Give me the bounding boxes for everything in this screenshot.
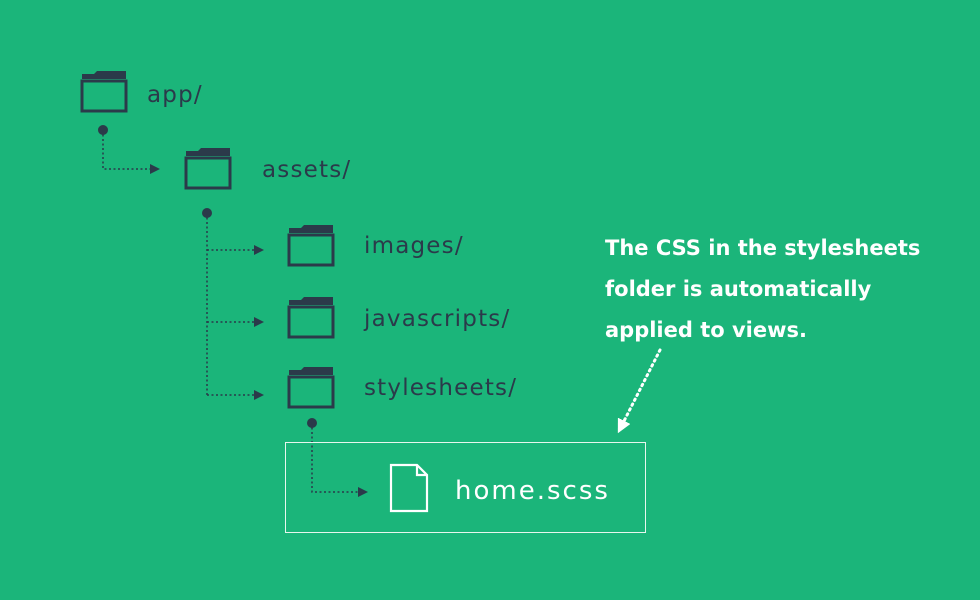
folder-label-javascripts: javascripts/ xyxy=(364,306,511,332)
file-label-home-scss: home.scss xyxy=(455,476,610,506)
folder-label-assets: assets/ xyxy=(262,157,352,183)
annotation-note: The CSS in the stylesheets folder is aut… xyxy=(605,228,965,351)
note-line: The CSS in the stylesheets xyxy=(605,236,921,260)
note-line: folder is automatically xyxy=(605,277,872,301)
folder-icon xyxy=(287,367,335,409)
connector-stylesheets-file xyxy=(311,423,368,497)
folder-label-images: images/ xyxy=(364,233,464,259)
connector-app-assets xyxy=(102,130,160,174)
note-line: applied to views. xyxy=(605,318,808,342)
folder-label-stylesheets: stylesheets/ xyxy=(364,375,518,401)
note-arrow xyxy=(617,348,662,434)
file-icon xyxy=(389,463,429,513)
folder-icon xyxy=(184,148,232,190)
folder-icon xyxy=(287,297,335,339)
folder-icon xyxy=(80,71,128,113)
highlighted-file-box xyxy=(285,442,646,533)
folder-label-app: app/ xyxy=(147,82,203,108)
folder-icon xyxy=(287,225,335,267)
